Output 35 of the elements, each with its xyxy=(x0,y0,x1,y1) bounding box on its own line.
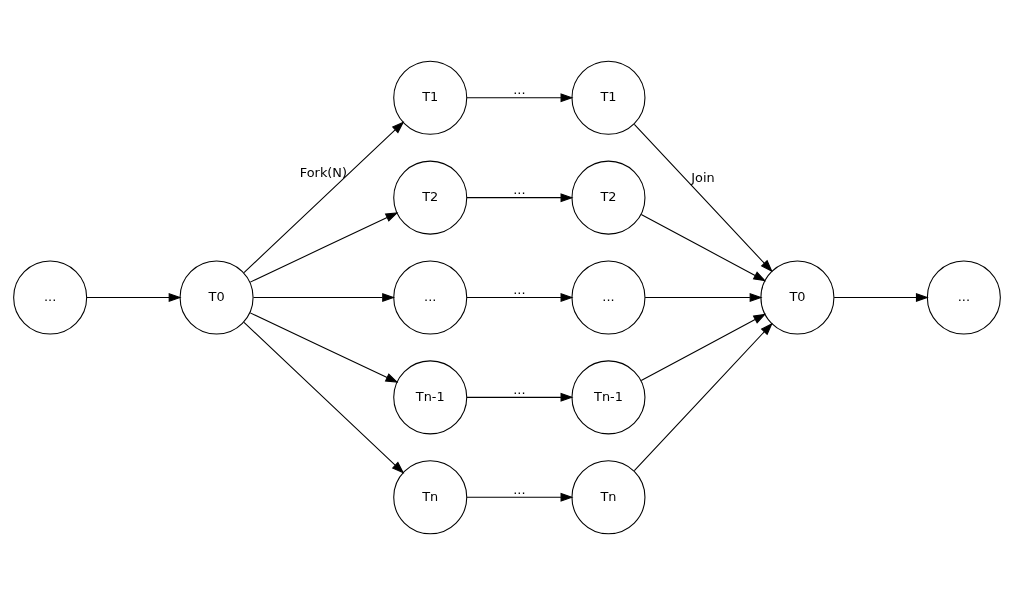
node-circle: ... xyxy=(392,260,467,335)
arrow xyxy=(465,193,573,203)
arrow xyxy=(249,212,398,283)
edge-label: ... xyxy=(512,381,525,397)
arrow xyxy=(465,392,573,402)
arrow xyxy=(465,93,573,103)
arrow xyxy=(242,121,404,274)
node-circle: T1 xyxy=(570,60,645,135)
edge-label: ... xyxy=(512,281,525,297)
node-circle: T0 xyxy=(179,260,254,335)
edge-label: ... xyxy=(512,82,525,98)
node-circle: Tn-1 xyxy=(392,360,467,435)
edge-label: Join xyxy=(690,170,715,186)
node-circle: Tn-1 xyxy=(570,360,645,435)
arrow xyxy=(633,322,773,472)
edge-label: ... xyxy=(512,481,525,497)
arrow xyxy=(242,321,404,474)
arrow xyxy=(249,312,398,383)
arrow xyxy=(465,492,573,502)
arrow xyxy=(640,214,766,282)
arrow xyxy=(85,293,182,302)
arrow xyxy=(633,123,773,273)
node-circle: T2 xyxy=(392,160,467,235)
node-circle: T2 xyxy=(570,160,645,235)
edge-label: ... xyxy=(512,182,525,197)
node-circle: Tn xyxy=(570,460,645,535)
node-circle: ... xyxy=(12,260,87,335)
arrow xyxy=(833,293,929,302)
node-circle: ... xyxy=(926,260,1001,335)
arrow xyxy=(465,293,573,302)
node-circle: ... xyxy=(570,260,645,335)
arrow xyxy=(644,293,763,302)
edge-label: Fork(N) xyxy=(299,164,347,180)
arrow xyxy=(252,293,395,302)
arrow xyxy=(640,313,766,381)
